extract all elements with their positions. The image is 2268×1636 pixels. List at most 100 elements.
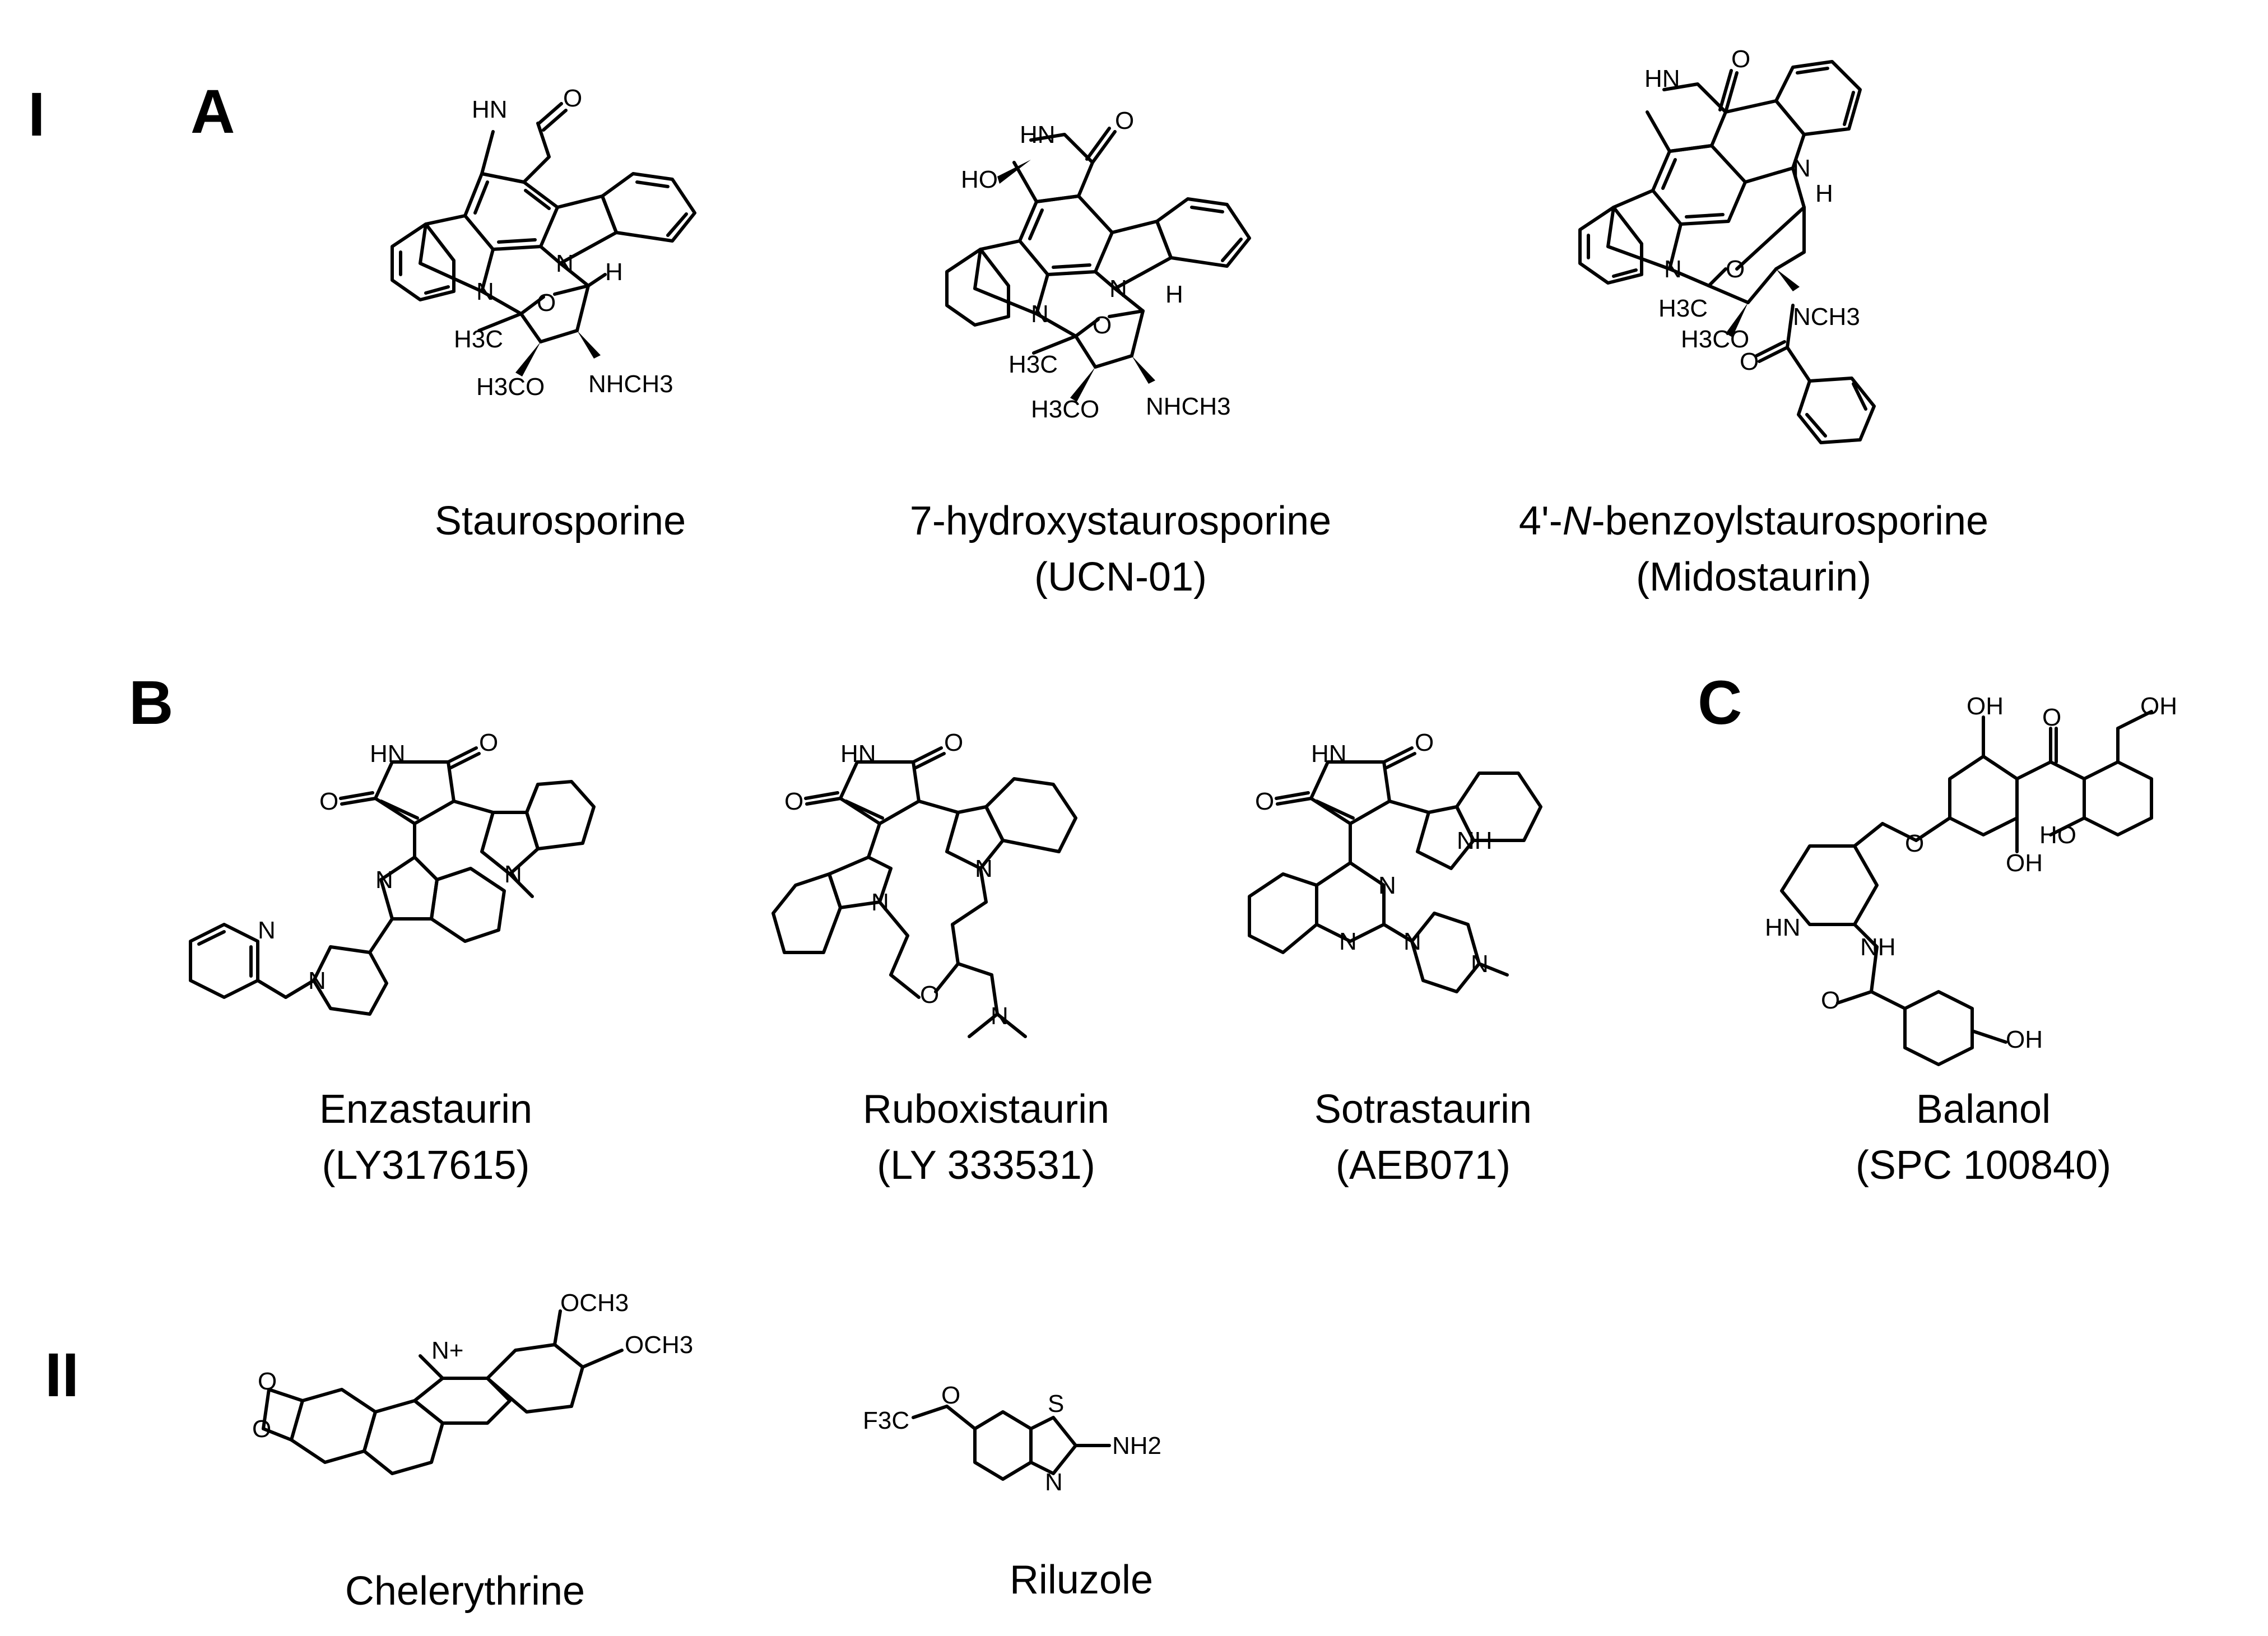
atom-label: N xyxy=(556,250,574,277)
atom-label: NCH3 xyxy=(1793,303,1860,331)
atom-label: O xyxy=(1415,729,1434,756)
enzastaurin-caption: Enzastaurin (LY317615) xyxy=(269,1081,583,1193)
balanol-caption: Balanol (SPC 100840) xyxy=(1827,1081,2140,1193)
atom-label: O xyxy=(258,1368,277,1395)
ucn01-caption: 7-hydroxystaurosporine (UCN-01) xyxy=(840,493,1401,605)
atom-label: O xyxy=(1905,830,1924,857)
compound-name-italic: N xyxy=(1562,499,1592,543)
atom-label: O xyxy=(319,788,338,815)
atom-label: N xyxy=(1031,300,1049,328)
staurosporine-structure: HN O N N O H H3C H3CO NHCH3 xyxy=(391,85,696,401)
atom-label: O xyxy=(941,1382,960,1409)
riluzole-caption: Riluzole xyxy=(941,1552,1221,1608)
atom-label: NHCH3 xyxy=(1146,393,1231,420)
atom-label: OH xyxy=(2140,692,2177,720)
atom-label: NHCH3 xyxy=(588,370,673,398)
atom-label: HN xyxy=(1020,121,1056,148)
atom-label: N xyxy=(1045,1468,1063,1496)
atom-label: OH xyxy=(2006,1026,2043,1053)
atom-label: N xyxy=(1471,950,1489,978)
atom-label: H3CO xyxy=(1031,396,1099,423)
atom-label: H3CO xyxy=(1681,326,1749,353)
section-label-ii: II xyxy=(45,1341,80,1410)
compound-alias: (LY 333531) xyxy=(877,1143,1095,1188)
atom-label: H xyxy=(1815,180,1833,207)
compound-name-prefix: 4'- xyxy=(1518,499,1563,543)
atom-label: H3CO xyxy=(476,373,545,401)
atom-label: H3C xyxy=(1658,295,1708,322)
atom-label: N xyxy=(1339,928,1357,955)
compound-alias: (UCN-01) xyxy=(1034,555,1207,599)
atom-label: N xyxy=(375,866,393,894)
atom-label: F3C xyxy=(863,1407,909,1434)
atom-label: N+ xyxy=(431,1337,463,1364)
atom-label: HO xyxy=(961,166,998,193)
atom-label: O xyxy=(479,729,498,756)
atom-label: N xyxy=(476,278,494,305)
atom-label: H3C xyxy=(1008,351,1058,378)
ruboxistaurin-caption: Ruboxistaurin (LY 333531) xyxy=(829,1081,1143,1193)
atom-label: O xyxy=(252,1415,271,1443)
ucn01-structure: HN O HO N N O H H3C H3CO NHCH3 xyxy=(945,107,1251,423)
atom-label: O xyxy=(2042,704,2061,731)
atom-label: O xyxy=(537,289,556,317)
atom-label: O xyxy=(944,729,963,756)
atom-label: N xyxy=(504,861,522,888)
atom-label: HN xyxy=(840,740,876,768)
compound-alias: (Midostaurin) xyxy=(1635,555,1872,599)
panel-label-b: B xyxy=(129,668,174,737)
compound-name: 7-hydroxystaurosporine xyxy=(909,499,1332,543)
riluzole-structure: F3C O S N NH2 xyxy=(863,1382,1161,1496)
atom-label: O xyxy=(1093,312,1112,339)
atom-label: O xyxy=(784,788,803,815)
balanol-structure: HN NH OH O OH HO OH O O OH xyxy=(1765,692,2177,1066)
atom-label: O xyxy=(563,85,582,112)
atom-label: HN xyxy=(370,740,406,768)
atom-label: O xyxy=(1115,107,1134,134)
atom-label: S xyxy=(1048,1390,1064,1417)
compound-name: Enzastaurin xyxy=(319,1087,533,1132)
atom-label: O xyxy=(1731,45,1750,73)
atom-label: N xyxy=(308,967,326,994)
panel-label-c: C xyxy=(1698,668,1742,737)
atom-label: N xyxy=(871,889,889,916)
compound-name-suffix: -benzoylstaurosporine xyxy=(1591,499,1989,543)
atom-label: H xyxy=(605,258,623,286)
atom-label: O xyxy=(1740,348,1759,375)
midostaurin-structure: HN O N N O H H3C H3CO NCH3 O xyxy=(1578,45,1876,444)
atom-label: N xyxy=(1793,155,1811,182)
atom-label: H xyxy=(1165,281,1183,308)
atom-label: O xyxy=(1255,788,1274,815)
chelerythrine-caption: Chelerythrine xyxy=(303,1563,628,1619)
midostaurin-caption: 4'-N-benzoylstaurosporine (Midostaurin) xyxy=(1446,493,2062,605)
compound-alias: (AEB071) xyxy=(1335,1143,1511,1188)
staurosporine-caption: Staurosporine xyxy=(392,493,728,549)
atom-label: O xyxy=(920,981,939,1008)
compound-name: Staurosporine xyxy=(434,499,686,543)
atom-label: HN xyxy=(1311,740,1347,768)
atom-label: O xyxy=(1821,987,1840,1014)
atom-label: N xyxy=(258,917,276,944)
atom-label: N xyxy=(1378,872,1396,899)
compound-name: Sotrastaurin xyxy=(1314,1087,1532,1132)
atom-label: OH xyxy=(2006,849,2043,877)
section-label-i: I xyxy=(28,80,45,149)
atom-label: N xyxy=(1664,255,1682,283)
atom-label: N xyxy=(991,1002,1008,1030)
atom-label: NH xyxy=(1860,933,1896,961)
sotrastaurin-caption: Sotrastaurin (AEB071) xyxy=(1277,1081,1569,1193)
atom-label: HN xyxy=(472,96,508,123)
atom-label: HN xyxy=(1644,65,1680,92)
chelerythrine-structure: N+ OCH3 OCH3 O O xyxy=(252,1289,693,1475)
atom-label: OCH3 xyxy=(625,1331,693,1359)
panel-label-a: A xyxy=(190,77,235,146)
compound-name: Riluzole xyxy=(1009,1558,1154,1602)
compound-name: 4'-N-benzoylstaurosporine xyxy=(1446,493,2062,549)
atom-label: O xyxy=(1726,255,1745,283)
compound-alias: (SPC 100840) xyxy=(1855,1143,2112,1188)
atom-label: HO xyxy=(2039,821,2076,849)
atom-label: N xyxy=(1109,275,1127,303)
compound-alias: (LY317615) xyxy=(322,1143,530,1188)
compound-name: Balanol xyxy=(1916,1087,2051,1132)
atom-label: OCH3 xyxy=(560,1289,629,1317)
